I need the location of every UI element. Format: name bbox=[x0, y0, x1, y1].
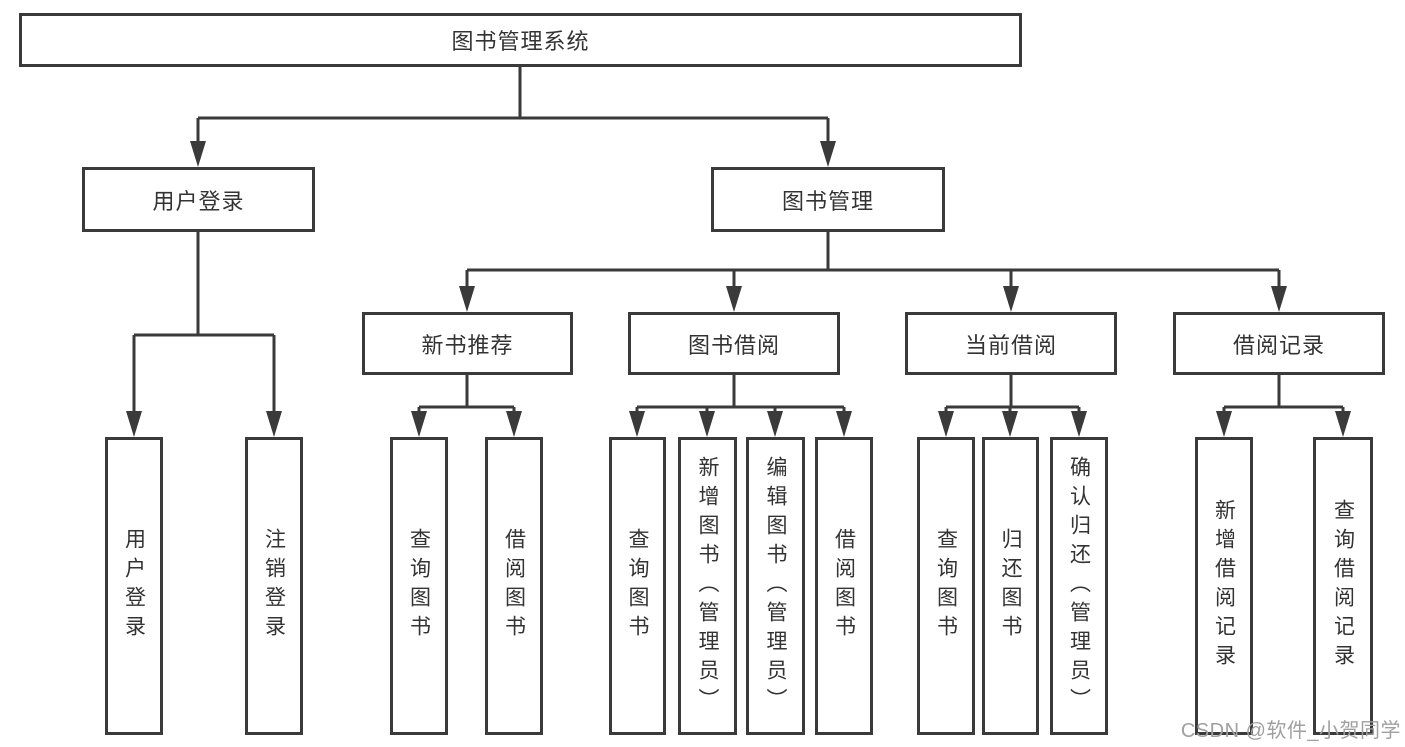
leaf-label: 查询图书 bbox=[934, 528, 958, 644]
arrowhead-icon bbox=[767, 411, 783, 437]
node-user-login: 用户登录 bbox=[82, 167, 315, 232]
node-label: 图书借阅 bbox=[687, 332, 780, 358]
node-new-book-recommend: 新书推荐 bbox=[362, 312, 573, 375]
arrowhead-icon bbox=[1002, 411, 1018, 437]
leaf-label: 新增图书（管理员） bbox=[696, 455, 719, 717]
leaf-query-books-recommend: 查询图书 bbox=[390, 437, 448, 735]
arrowhead-icon bbox=[459, 286, 475, 312]
leaf-borrow-books-recommend: 借阅图书 bbox=[485, 437, 543, 735]
leaf-query-books-current: 查询图书 bbox=[917, 437, 975, 735]
node-book-borrowing: 图书借阅 bbox=[628, 312, 840, 375]
leaf-logout: 注销登录 bbox=[245, 437, 303, 735]
leaf-label: 借阅图书 bbox=[502, 528, 526, 644]
csdn-watermark: CSDN @软件_小贺同学 bbox=[1180, 720, 1401, 742]
connector-borrow-to-leaves bbox=[629, 375, 852, 437]
arrowhead-icon bbox=[1335, 411, 1351, 437]
arrowhead-icon bbox=[411, 411, 427, 437]
leaf-label: 编辑图书（管理员） bbox=[764, 455, 787, 717]
arrowhead-icon bbox=[190, 141, 206, 167]
leaf-confirm-return-admin: 确认归还（管理员） bbox=[1050, 437, 1108, 735]
leaf-label: 用户登录 bbox=[122, 528, 146, 644]
node-label: 用户登录 bbox=[152, 188, 245, 214]
leaf-return-book: 归还图书 bbox=[982, 437, 1039, 735]
leaf-query-borrow-record: 查询借阅记录 bbox=[1313, 437, 1373, 735]
arrowhead-icon bbox=[629, 411, 645, 437]
leaf-label: 查询借阅记录 bbox=[1331, 499, 1355, 673]
node-label: 图书管理系统 bbox=[451, 29, 590, 54]
leaf-borrow-books-borrowing: 借阅图书 bbox=[815, 437, 873, 735]
arrowhead-icon bbox=[266, 411, 282, 437]
leaf-label: 确认归还（管理员） bbox=[1067, 455, 1091, 717]
node-book-management: 图书管理 bbox=[711, 167, 945, 232]
arrowhead-icon bbox=[1071, 411, 1087, 437]
arrowhead-icon bbox=[506, 411, 522, 437]
leaf-edit-book-admin: 编辑图书（管理员） bbox=[746, 437, 805, 735]
arrowhead-icon bbox=[1216, 411, 1232, 437]
arrowhead-icon bbox=[820, 141, 836, 167]
leaf-label: 注销登录 bbox=[262, 528, 286, 644]
node-library-system: 图书管理系统 bbox=[19, 13, 1022, 67]
arrowhead-icon bbox=[1003, 286, 1019, 312]
arrowhead-icon bbox=[726, 286, 742, 312]
leaf-add-borrow-record: 新增借阅记录 bbox=[1195, 437, 1253, 735]
leaf-query-books-borrowing: 查询图书 bbox=[609, 437, 666, 735]
leaf-label: 借阅图书 bbox=[832, 528, 856, 644]
connector-root-to-level2 bbox=[190, 67, 836, 167]
connector-login-to-leaves bbox=[126, 232, 282, 437]
leaf-label: 查询图书 bbox=[626, 528, 649, 644]
connector-management-to-level3 bbox=[459, 232, 1287, 312]
arrowhead-icon bbox=[938, 411, 954, 437]
leaf-label: 查询图书 bbox=[407, 528, 431, 644]
node-borrow-records: 借阅记录 bbox=[1173, 312, 1385, 375]
leaf-label: 归还图书 bbox=[999, 528, 1022, 644]
node-label: 借阅记录 bbox=[1232, 332, 1325, 358]
arrowhead-icon bbox=[699, 411, 715, 437]
arrowhead-icon bbox=[1271, 286, 1287, 312]
connector-newbook-to-leaves bbox=[411, 375, 522, 437]
arrowhead-icon bbox=[836, 411, 852, 437]
leaf-label: 新增借阅记录 bbox=[1212, 499, 1236, 673]
connector-records-to-leaves bbox=[1216, 375, 1351, 437]
connector-current-to-leaves bbox=[938, 375, 1087, 437]
arrowhead-icon bbox=[126, 411, 142, 437]
leaf-add-book-admin: 新增图书（管理员） bbox=[678, 437, 737, 735]
node-label: 当前借阅 bbox=[964, 332, 1057, 358]
node-current-borrowing: 当前借阅 bbox=[905, 312, 1117, 375]
node-label: 新书推荐 bbox=[421, 332, 514, 358]
node-label: 图书管理 bbox=[781, 188, 874, 214]
leaf-user-login: 用户登录 bbox=[105, 437, 163, 735]
